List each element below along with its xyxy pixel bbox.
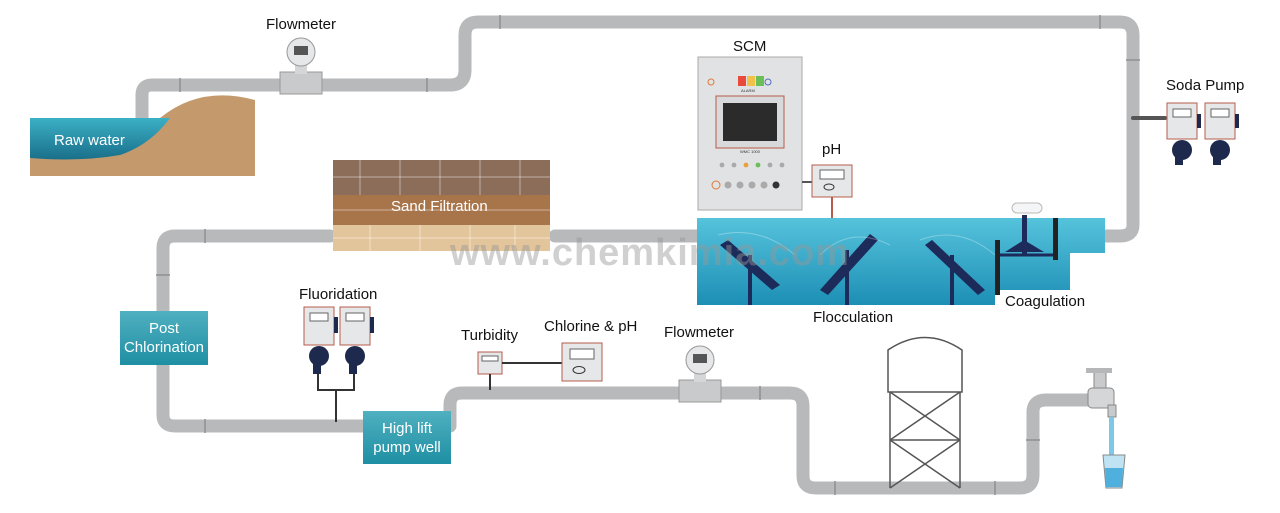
label-scm: SCM [733, 38, 767, 55]
high-lift-line1: High lift [381, 419, 433, 437]
tap-and-glass [1086, 368, 1126, 489]
sand-filter [333, 160, 550, 251]
high-lift-line2: pump well [373, 438, 441, 456]
raw-water-source [30, 95, 255, 176]
scm-alarm-text: ALARM [741, 88, 755, 93]
label-flowmeter-bottom: Flowmeter [664, 324, 735, 341]
label-flowmeter-top: Flowmeter [266, 16, 337, 33]
scm-controller: ALARM WMC 1000 [697, 56, 803, 211]
label-soda-pump: Soda Pump [1166, 77, 1245, 94]
flowmeter-top [279, 37, 323, 95]
pipe-raw-water-line [135, 15, 1140, 243]
flowmeter-bottom [678, 345, 722, 403]
label-chlorine-ph: Chlorine & pH [544, 318, 638, 335]
high-lift-pump-well-box: High lift pump well [363, 411, 451, 464]
label-ph: pH [822, 141, 842, 158]
pipe-network [135, 15, 1167, 495]
pipe-joints [156, 15, 1140, 495]
flocculation-mixers [720, 234, 985, 305]
label-coagulation: Coagulation [1005, 293, 1086, 310]
post-chlorination-line2: Chlorination [123, 339, 205, 356]
water-tower [887, 336, 963, 489]
post-chlorination-box: Post Chlorination [120, 311, 208, 365]
scm-model-text: WMC 1000 [740, 149, 761, 154]
label-sand-filtration: Sand Filtration [391, 198, 488, 215]
fluoridation-pumps [303, 306, 374, 422]
ph-meter [802, 164, 853, 220]
soda-pumps [1166, 102, 1239, 165]
label-fluoridation: Fluoridation [299, 286, 378, 303]
label-turbidity: Turbidity [461, 327, 518, 344]
pipe-distribution-line [443, 386, 1097, 495]
post-chlorination-line1: Post [148, 320, 179, 337]
label-raw-water: Raw water [54, 132, 125, 149]
turbidity-meter [477, 351, 562, 390]
treatment-tank [697, 202, 1105, 305]
watermark: www.chemkimia.com [450, 232, 850, 274]
label-flocculation: Flocculation [813, 309, 894, 326]
chlorine-ph-meter [561, 342, 603, 382]
